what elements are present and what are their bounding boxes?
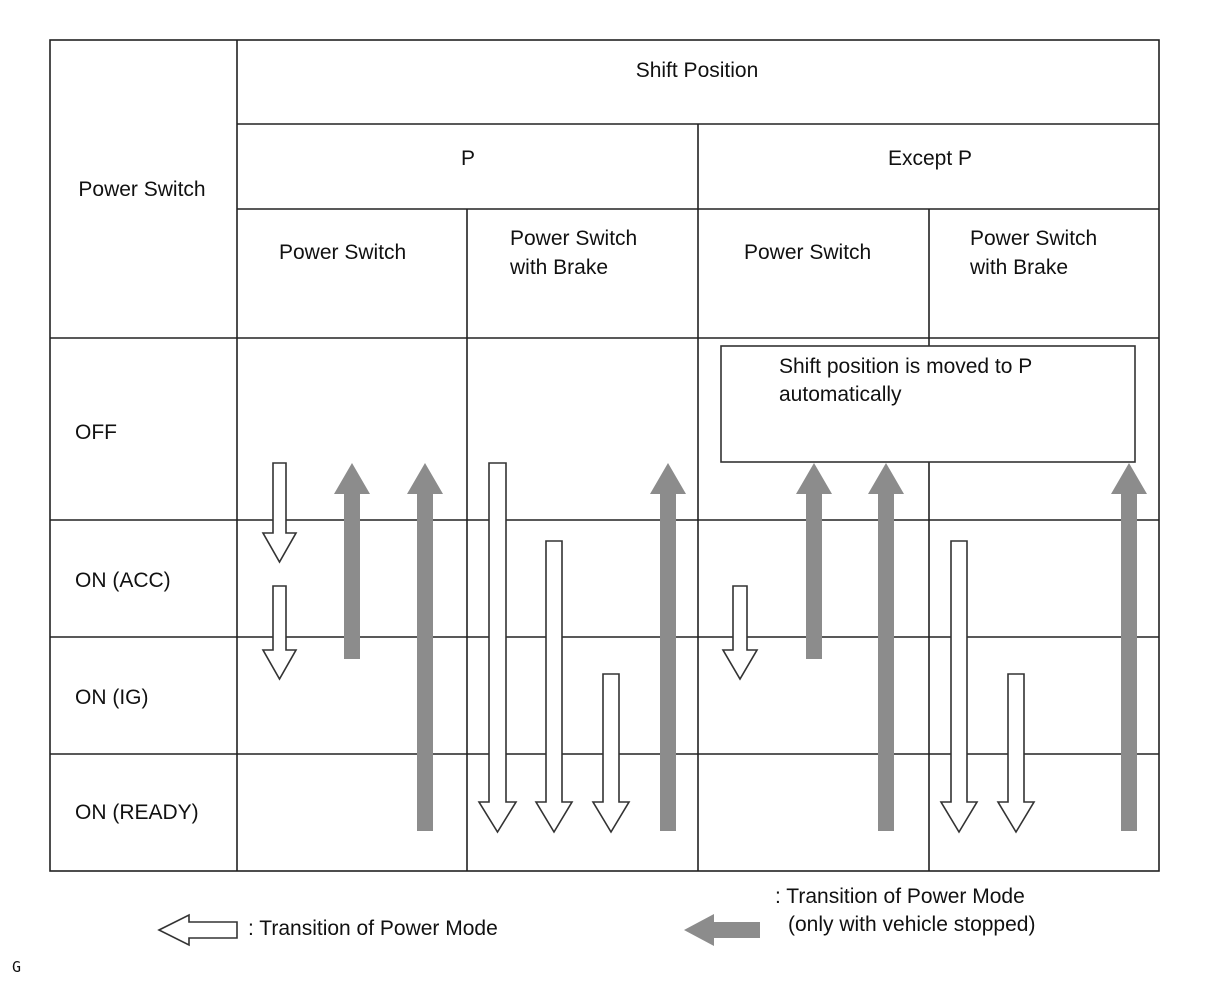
sub-column-header: Power Switch [970,227,1097,250]
down-outline-arrow [534,540,574,834]
down-outline-arrow [721,585,759,681]
legend: : Transition of Power Mode : Transition … [157,885,1035,947]
sub-column-header: with Brake [969,256,1068,279]
sub-column-header: Power Switch [744,241,871,264]
note-line: Shift position is moved to P [779,355,1032,378]
sub-column-header: Power Switch [279,241,406,264]
up-solid-arrow [796,463,832,659]
legend-outline-label: : Transition of Power Mode [248,917,498,940]
down-outline-arrow [261,462,298,564]
transition-arrows [261,462,1147,834]
down-outline-arrow [477,462,518,834]
row-label-off: OFF [75,421,117,444]
table-grid [49,39,1160,872]
group-header-except-p: Except P [888,147,972,170]
sub-column-header: Power Switch [510,227,637,250]
sub-column-header: with Brake [509,256,608,279]
row-label-acc: ON (ACC) [75,569,171,592]
group-header-p: P [461,147,475,170]
legend-outline-arrow-icon [157,913,238,947]
table-border [49,39,1160,872]
down-outline-arrow [591,673,631,834]
down-outline-arrow [939,540,979,834]
legend-solid-label: (only with vehicle stopped) [788,913,1035,936]
shift-position-header: Shift Position [636,59,759,82]
legend-solid-arrow-icon [684,914,760,946]
row-header-title: Power Switch [78,178,205,201]
legend-solid-label: : Transition of Power Mode [775,885,1025,908]
up-solid-arrow [334,463,370,659]
up-solid-arrow [650,463,686,831]
note-box [720,345,1136,463]
row-label-ig: ON (IG) [75,686,149,709]
up-solid-arrow [1111,463,1147,831]
note-line: automatically [779,383,902,406]
up-solid-arrow [407,463,443,831]
down-outline-arrow [996,673,1036,834]
up-solid-arrow [868,463,904,831]
row-label-ready: ON (READY) [75,801,199,824]
figure-code: G [12,958,21,976]
down-outline-arrow [261,585,298,681]
